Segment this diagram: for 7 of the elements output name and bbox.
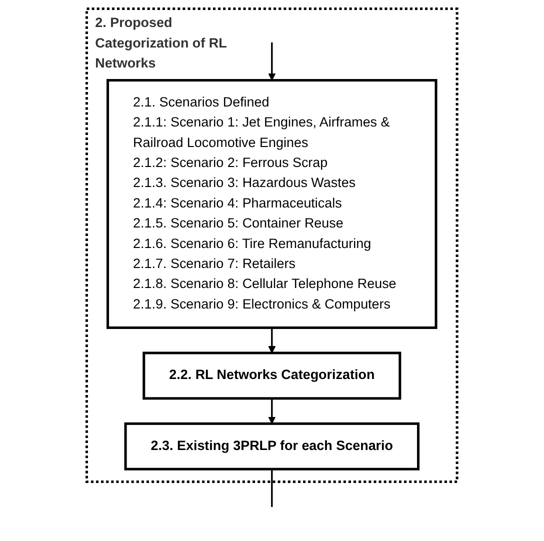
- node-box: [106, 79, 438, 329]
- arrow: [268, 328, 276, 354]
- node-box: [124, 422, 420, 470]
- connector: [271, 469, 273, 507]
- node-box: [142, 352, 402, 400]
- arrow: [268, 42, 276, 81]
- arrow: [268, 398, 276, 424]
